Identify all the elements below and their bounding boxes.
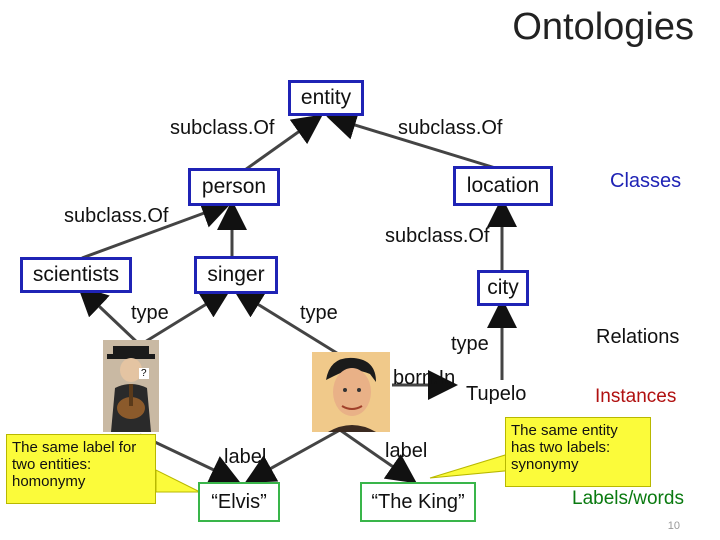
edge-label-subclass-location: subclass.Of: [398, 117, 503, 139]
instance-photo-elvis: [312, 352, 390, 432]
callout-homonymy: The same label for two entities: homonym…: [6, 434, 156, 504]
edge-person-entity: [234, 114, 323, 179]
class-person-label: person: [201, 175, 267, 198]
edge-label-subclass-city: subclass.Of: [385, 225, 490, 247]
edge-label-type-city: type: [451, 333, 489, 355]
unknown-mark: ?: [139, 368, 149, 379]
edge-dylan-scientists: [77, 285, 142, 347]
edge-label-label-right: label: [385, 440, 428, 462]
class-scientists-label: scientists: [32, 263, 120, 286]
callout-synonymy: The same entity has two labels: synonymy: [505, 417, 651, 487]
legend-labels-words: Labels/words: [572, 488, 684, 509]
class-city-label: city: [487, 276, 519, 299]
edge-label-type-left: type: [131, 302, 169, 324]
class-entity-label: entity: [300, 86, 352, 109]
legend-instances: Instances: [595, 386, 677, 407]
synonymy-pointer: [429, 451, 516, 479]
instance-tupelo: Tupelo: [462, 383, 531, 406]
legend-classes: Classes: [610, 170, 682, 192]
instance-photo-musician: ?: [103, 340, 159, 432]
class-singer: singer: [194, 256, 278, 294]
edge-elvis-king-word: [339, 428, 417, 484]
legend-relations: Relations: [596, 326, 680, 348]
edge-label-subclass-scientists: subclass.Of: [64, 205, 169, 227]
class-singer-label: singer: [207, 263, 265, 286]
homonymy-pointer: [155, 469, 201, 493]
edge-label-label-left: label: [224, 446, 267, 468]
class-city: city: [477, 270, 529, 306]
slide-title: Ontologies: [512, 6, 694, 48]
edge-dylan-singer: [139, 288, 232, 347]
class-entity: entity: [288, 80, 364, 116]
word-elvis-text: “Elvis”: [211, 490, 267, 513]
edge-elvis-elvis-word: [244, 428, 341, 483]
class-person: person: [188, 168, 280, 206]
edge-location-entity: [326, 110, 503, 172]
edge-label-type-singer: type: [300, 302, 338, 324]
musician-photo-icon: [103, 340, 159, 432]
page-number: 10: [667, 520, 680, 532]
edge-label-subclass-person: subclass.Of: [170, 117, 275, 139]
elvis-photo-icon: [312, 352, 390, 432]
word-elvis: “Elvis”: [198, 482, 280, 522]
edge-elvis-singer: [232, 288, 341, 357]
edge-scientists-person: [81, 199, 232, 260]
word-the-king-text: “The King”: [371, 490, 465, 513]
edge-label-born-in: born.In: [393, 367, 456, 389]
class-scientists: scientists: [20, 257, 132, 293]
class-location-label: location: [466, 174, 540, 197]
class-location: location: [453, 166, 553, 206]
word-the-king: “The King”: [360, 482, 476, 522]
